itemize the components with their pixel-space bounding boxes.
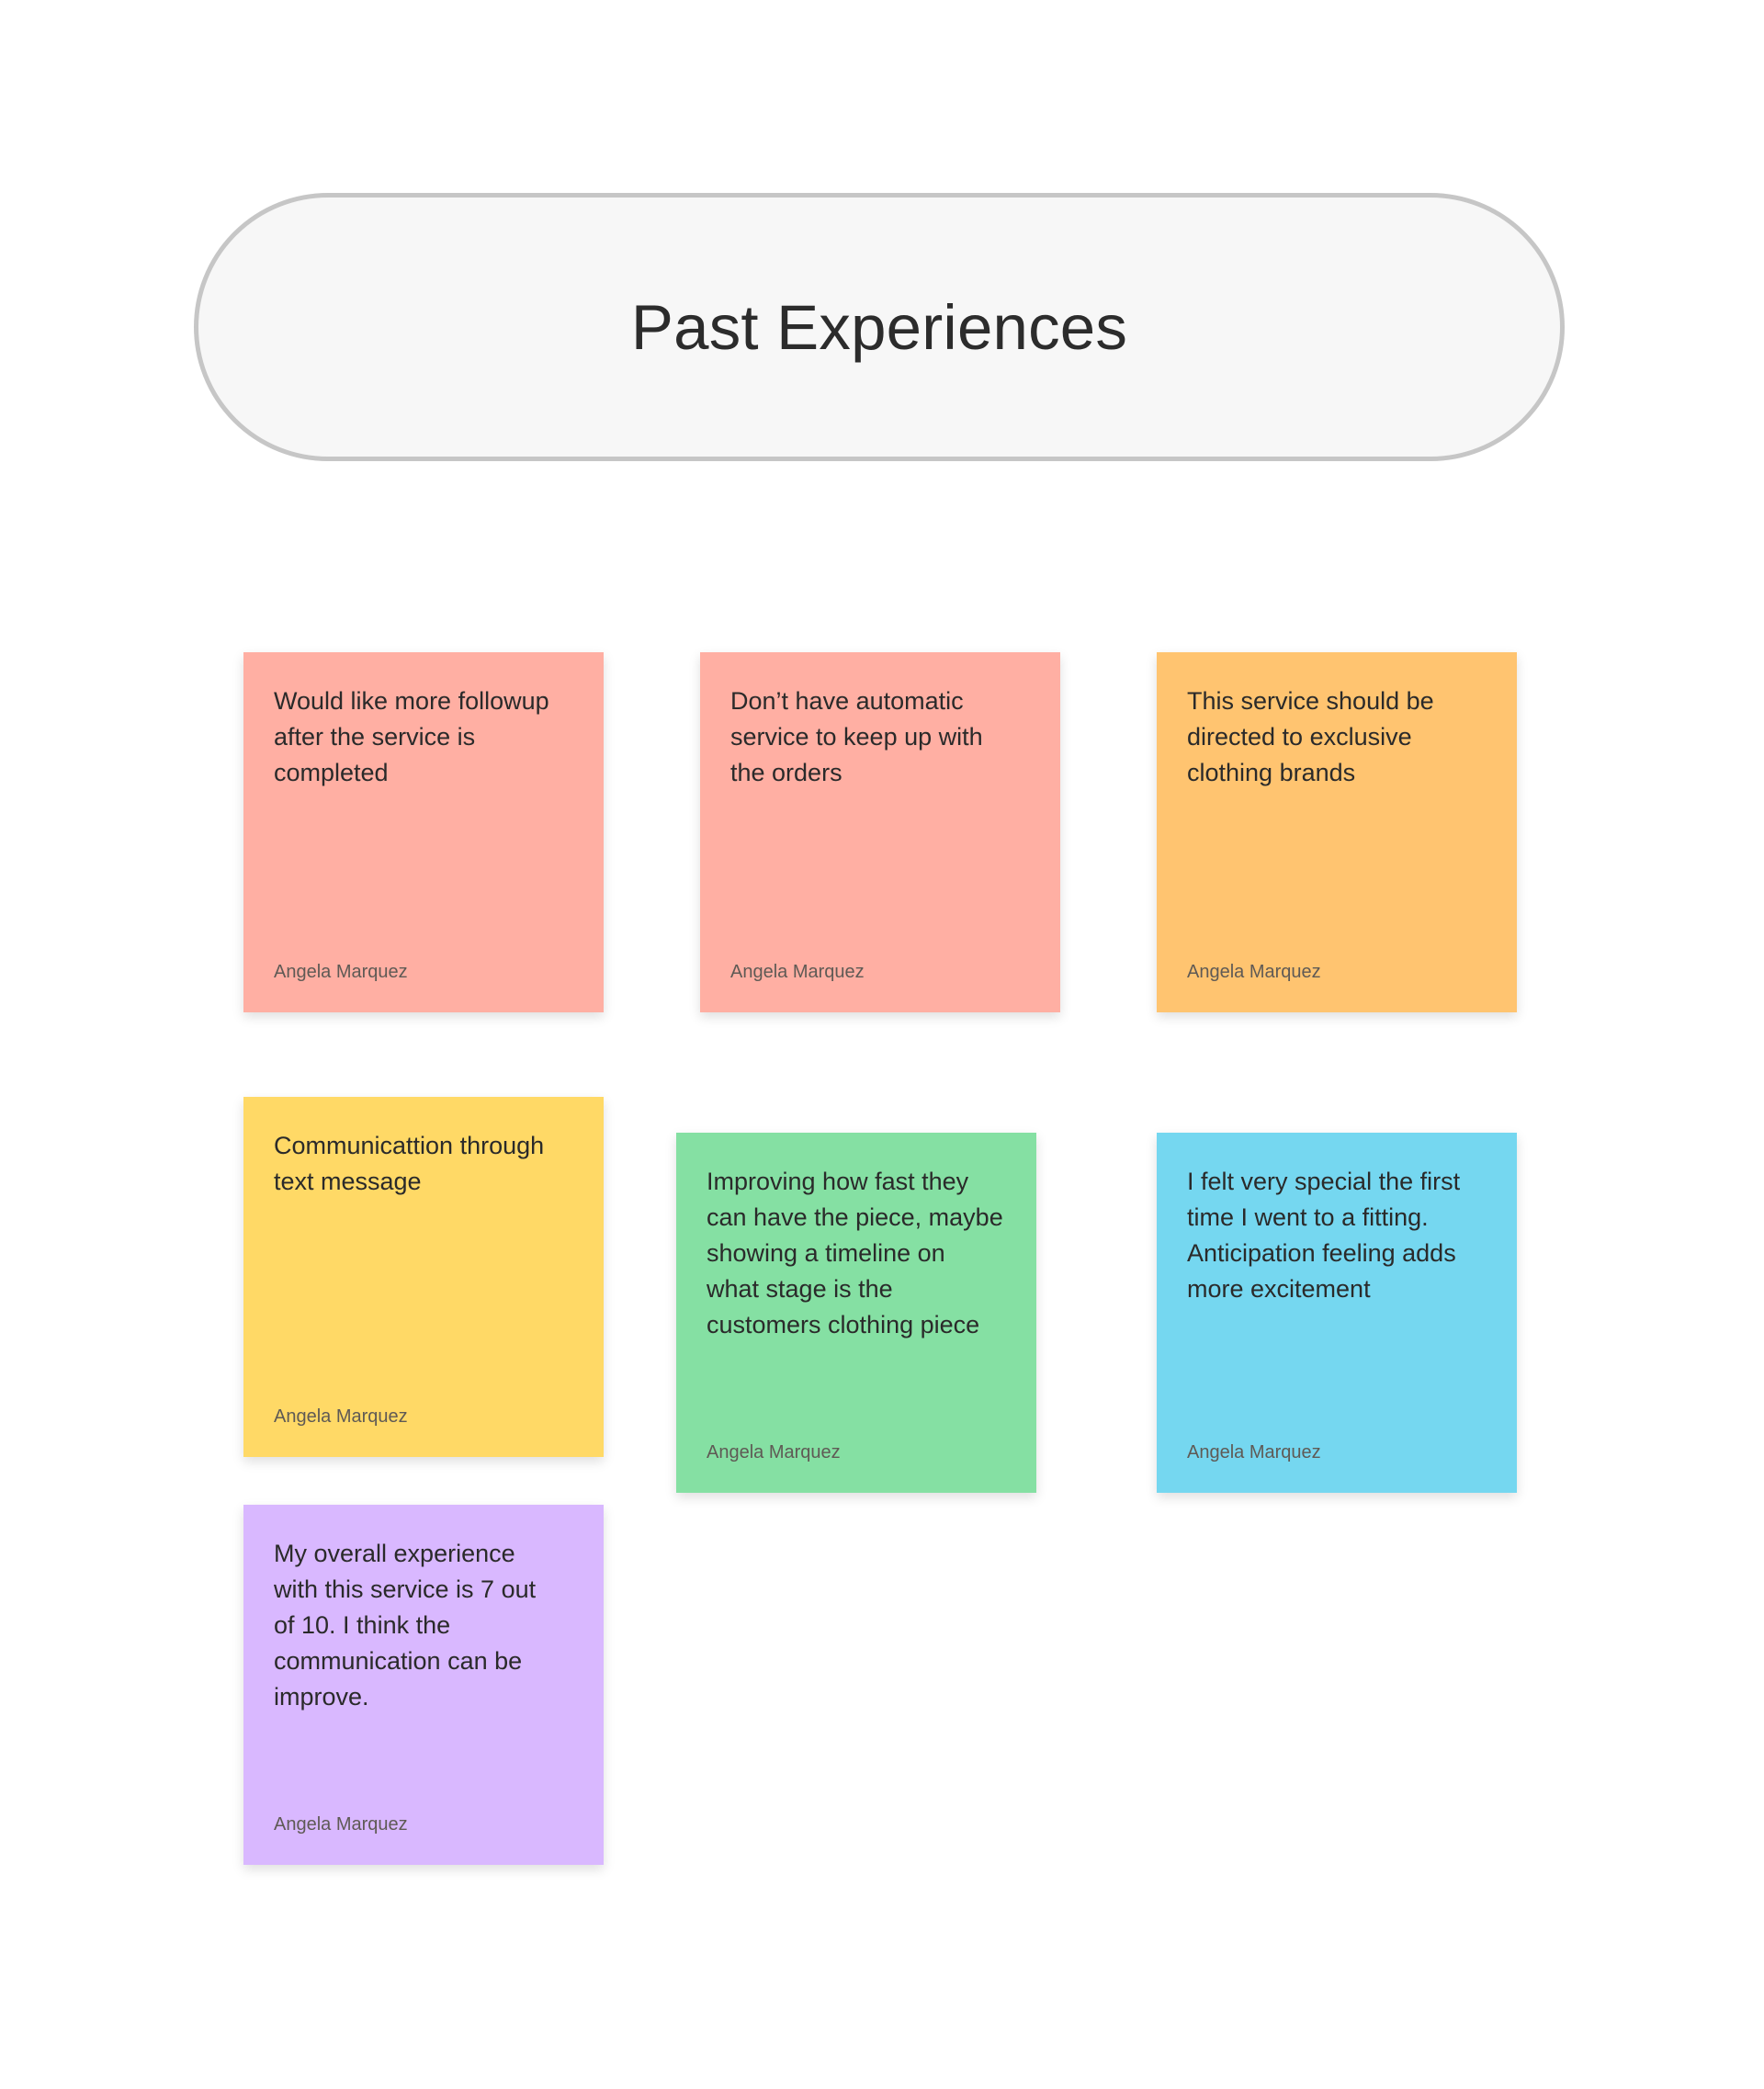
sticky-note-author: Angela Marquez xyxy=(274,1814,408,1835)
sticky-note[interactable]: Improving how fast they can have the pie… xyxy=(676,1133,1036,1493)
sticky-note-author: Angela Marquez xyxy=(274,1406,408,1427)
sticky-note-author: Angela Marquez xyxy=(707,1442,841,1462)
sticky-note-text: Don’t have automatic service to keep up … xyxy=(730,687,983,786)
sticky-note[interactable]: I felt very special the first time I wen… xyxy=(1157,1133,1517,1493)
sticky-note-text: This service should be directed to exclu… xyxy=(1187,687,1434,786)
section-header[interactable]: Past Experiences xyxy=(194,193,1565,461)
section-title: Past Experiences xyxy=(630,291,1128,363)
sticky-note-author: Angela Marquez xyxy=(1187,1442,1321,1462)
sticky-note-author: Angela Marquez xyxy=(730,962,865,982)
sticky-note-text: Improving how fast they can have the pie… xyxy=(707,1168,1003,1338)
sticky-note[interactable]: This service should be directed to exclu… xyxy=(1157,652,1517,1012)
sticky-note-text: My overall experience with this service … xyxy=(274,1540,537,1711)
sticky-note-author: Angela Marquez xyxy=(1187,962,1321,982)
sticky-note-text: I felt very special the first time I wen… xyxy=(1187,1168,1461,1303)
sticky-note-author: Angela Marquez xyxy=(274,962,408,982)
sticky-note[interactable]: Don’t have automatic service to keep up … xyxy=(700,652,1060,1012)
sticky-note[interactable]: My overall experience with this service … xyxy=(243,1505,604,1865)
sticky-note-text: Communicattion through text message xyxy=(274,1132,545,1195)
sticky-note-text: Would like more followup after the servi… xyxy=(274,687,549,786)
sticky-note[interactable]: Communicattion through text message Ange… xyxy=(243,1097,604,1457)
sticky-note[interactable]: Would like more followup after the servi… xyxy=(243,652,604,1012)
